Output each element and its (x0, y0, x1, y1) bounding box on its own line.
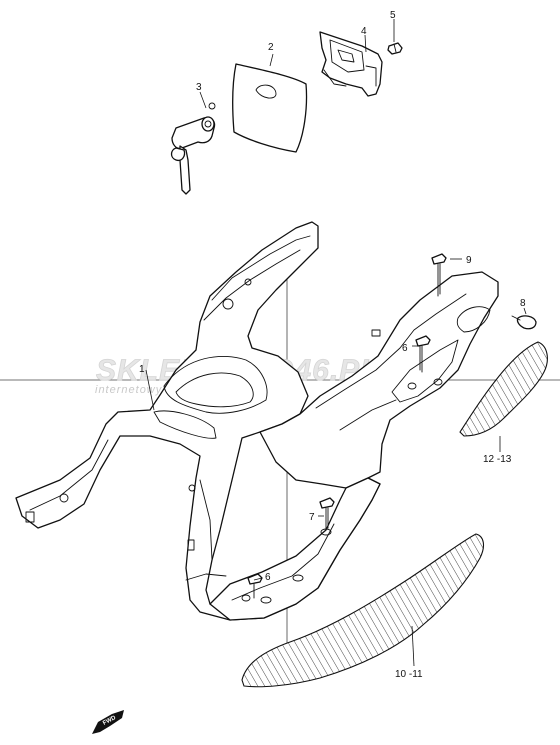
callout-8: 8 (520, 298, 526, 309)
callout-12-13: 12 -13 (483, 454, 512, 465)
callout-7: 7 (309, 512, 315, 523)
callout-6-upper: 6 (402, 343, 408, 354)
callout-4: 4 (361, 26, 367, 37)
callout-10-11: 10 -11 (395, 669, 423, 680)
screw-part-6-lower (247, 573, 263, 599)
bracket-part (319, 31, 383, 97)
side-panel-part (259, 271, 499, 489)
callout-6-lower: 6 (265, 572, 271, 583)
callout-9: 9 (466, 255, 472, 266)
floor-mat-part (241, 533, 485, 688)
screw-part-6-upper (415, 335, 431, 373)
screw-part-5 (387, 42, 403, 55)
side-mat-part (459, 341, 548, 437)
ignition-lock-part (170, 102, 216, 195)
screw-part-9 (431, 253, 447, 297)
clip-part-8 (511, 315, 537, 330)
floor-plate-part (209, 477, 381, 621)
callout-5: 5 (390, 10, 396, 21)
callout-3: 3 (196, 82, 202, 93)
callout-1: 1 (139, 364, 145, 375)
screw-part-7 (319, 497, 335, 531)
leg-shield-frame-part (15, 221, 381, 621)
callout-2: 2 (268, 42, 274, 53)
callouts: 1 2 3 4 5 6 6 7 8 9 10 -11 12 -13 (139, 10, 526, 680)
fwd-arrow-icon: FWD (92, 710, 124, 734)
cover-lid-part (232, 63, 308, 153)
leader-lines (145, 19, 527, 667)
